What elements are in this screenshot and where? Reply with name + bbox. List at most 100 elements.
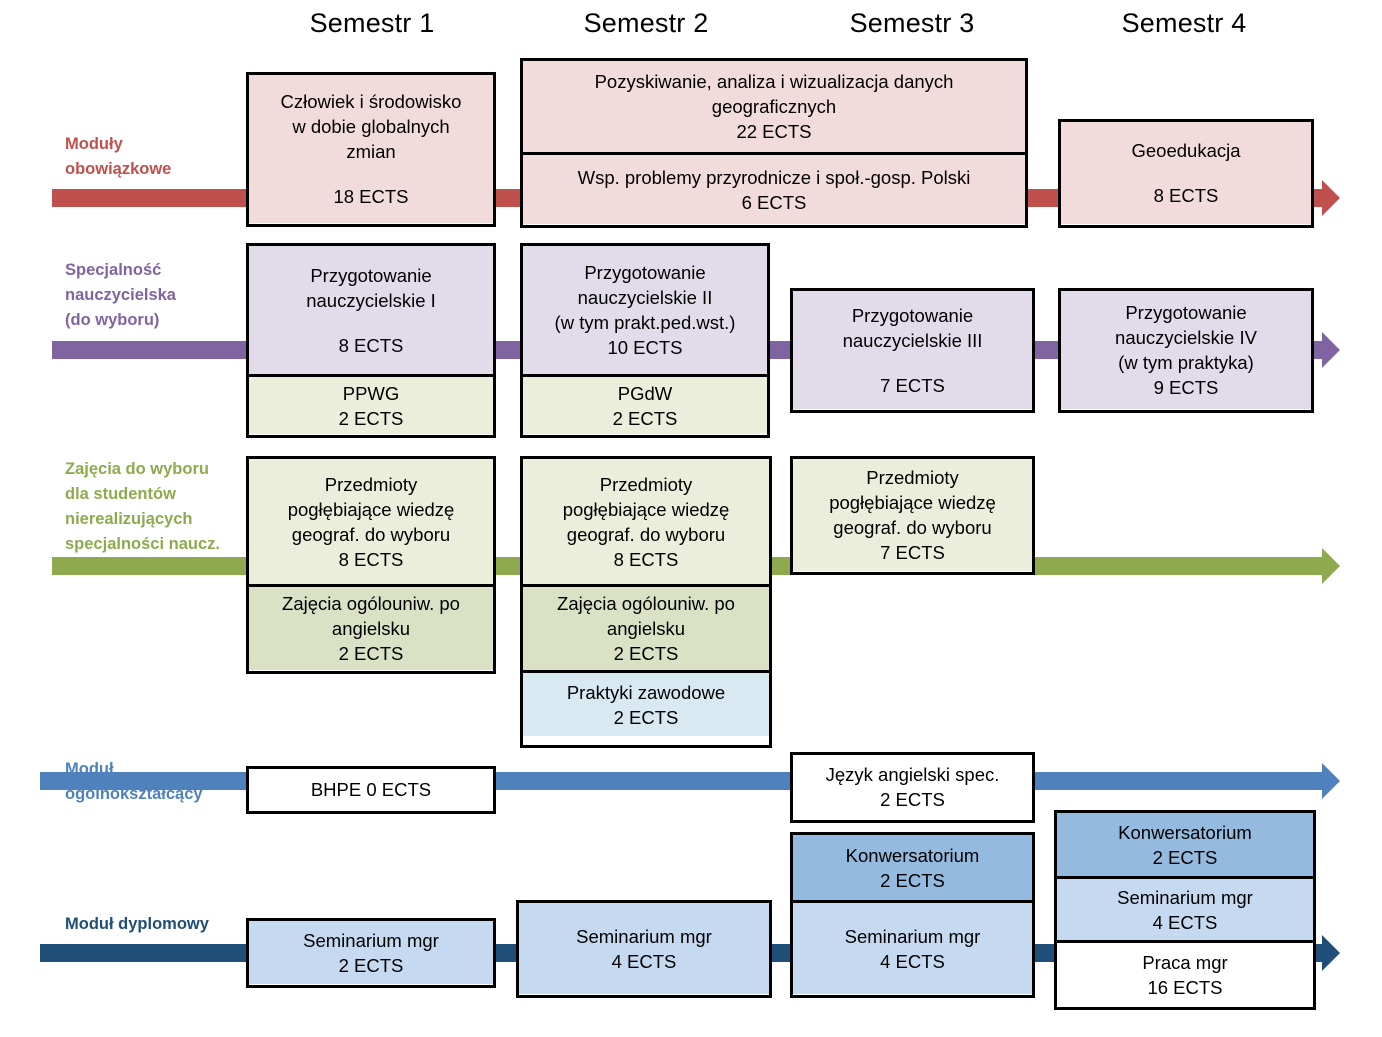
- course-text-line: 2 ECTS: [613, 643, 679, 664]
- course-text-line: 22 ECTS: [736, 121, 812, 142]
- course-text-line: Przygotowanie: [1125, 302, 1247, 323]
- course-cell[interactable]: Seminarium mgr 4 ECTS: [519, 903, 769, 994]
- course-text-line: zmian: [346, 141, 396, 162]
- semester-header-2: Semestr 2: [583, 8, 709, 38]
- course-box-b-ob-s2[interactable]: Pozyskiwanie, analiza i wizualizacja dan…: [520, 58, 1028, 228]
- course-box-b-dy-s4[interactable]: Konwersatorium 2 ECTS Seminarium mgr 4 ECTS…: [1054, 810, 1316, 1010]
- course-text-line: geograf. do wyboru: [833, 517, 992, 538]
- course-text-line: 18 ECTS: [333, 186, 409, 207]
- course-text-line: Praca mgr: [1142, 951, 1228, 973]
- course-cell[interactable]: Praktyki zawodowe 2 ECTS: [523, 670, 769, 736]
- course-box-b-na-s3[interactable]: Przygotowanie nauczycielskie III 7 ECTS: [790, 288, 1035, 413]
- course-text-line: 2 ECTS: [338, 407, 404, 429]
- course-cell[interactable]: Pozyskiwanie, analiza i wizualizacja dan…: [523, 61, 1025, 152]
- course-text-line: Pozyskiwanie, analiza i wizualizacja dan…: [594, 71, 954, 92]
- course-cell[interactable]: Praca mgr 16 ECTS: [1057, 940, 1313, 1006]
- arrow-head-icon: [1322, 548, 1340, 584]
- course-text-line: (w tym praktyka): [1118, 352, 1254, 373]
- course-text-line: Przedmioty: [599, 473, 693, 495]
- course-text-line: pogłębiające wiedzę: [829, 492, 996, 513]
- course-cell[interactable]: Język angielski spec.2 ECTS: [793, 755, 1032, 819]
- course-box-b-na-s4[interactable]: Przygotowanie nauczycielskie IV (w tym pra…: [1058, 288, 1314, 413]
- course-text-line: 8 ECTS: [338, 334, 404, 356]
- course-cell[interactable]: PPWG 2 ECTS: [249, 374, 493, 434]
- course-cell[interactable]: PGdW 2 ECTS: [523, 374, 767, 434]
- course-text-line: 2 ECTS: [1152, 846, 1218, 868]
- course-text-line: geograf. do wyboru: [291, 523, 451, 545]
- course-text-line: 16 ECTS: [1147, 976, 1223, 998]
- course-text-line: Język angielski spec.: [825, 764, 1000, 785]
- timeline-bar: [40, 772, 1323, 790]
- course-text-line: 8 ECTS: [613, 548, 679, 570]
- course-cell[interactable]: Wsp. problemy przyrodnicze i społ.-gosp.…: [523, 152, 1025, 224]
- course-cell[interactable]: Seminarium mgr 4 ECTS: [1057, 876, 1313, 940]
- course-text-line: PPWG: [342, 382, 400, 404]
- course-text-line: Przygotowanie: [310, 264, 432, 286]
- course-text-line: geograficznych: [711, 96, 837, 117]
- course-cell[interactable]: Przygotowanie nauczycielskie IV (w tym pra…: [1061, 291, 1311, 409]
- course-text-line: 4 ECTS: [611, 950, 677, 972]
- course-box-b-og-s1[interactable]: BHPE 0 ECTS: [246, 766, 496, 814]
- semester-header-4: Semestr 4: [1121, 8, 1247, 38]
- course-text-line: Człowiek i środowisko: [280, 91, 462, 112]
- course-cell[interactable]: Konwersatorium 2 ECTS: [1057, 813, 1313, 876]
- course-text-line: 2 ECTS: [338, 954, 404, 976]
- course-text-line: nauczycielskie III: [842, 329, 983, 351]
- course-text-line: 2 ECTS: [612, 407, 678, 429]
- course-text-line: Praktyki zawodowe: [566, 681, 726, 703]
- arrow-head-icon: [1322, 935, 1340, 971]
- course-cell[interactable]: Człowiek i środowisko w dobie globalnych z…: [249, 75, 493, 223]
- course-box-b-ob-s1[interactable]: Człowiek i środowisko w dobie globalnych z…: [246, 72, 496, 227]
- course-cell[interactable]: Seminarium mgr 4 ECTS: [793, 900, 1032, 994]
- course-text-line: 4 ECTS: [1152, 911, 1218, 933]
- course-text-line: nauczycielskie IV: [1115, 327, 1257, 348]
- row-label-obowiazkowe: Moduły obowiązkowe: [65, 135, 172, 178]
- course-text-line: w dobie globalnych: [292, 116, 450, 137]
- row-label-dowyboru: Zajęcia do wyboru dla studentów niereali…: [65, 460, 220, 553]
- course-box-b-dy-s2[interactable]: Seminarium mgr 4 ECTS: [516, 900, 772, 998]
- course-text-line: Przygotowanie: [584, 262, 706, 283]
- course-text-line: Seminarium mgr: [1117, 886, 1253, 908]
- course-text-line: 7 ECTS: [880, 374, 945, 396]
- course-text-line: 8 ECTS: [338, 548, 404, 570]
- course-cell[interactable]: BHPE 0 ECTS: [249, 769, 493, 810]
- course-text-line: angielsku: [606, 618, 686, 639]
- course-text-line: 2 ECTS: [338, 643, 404, 664]
- course-text-line: Konwersatorium: [845, 844, 980, 866]
- course-text-line: PGdW: [617, 382, 673, 404]
- course-box-b-og-s3[interactable]: Język angielski spec.2 ECTS: [790, 752, 1035, 823]
- course-text-line: 2 ECTS: [613, 706, 679, 728]
- course-text-line: 10 ECTS: [607, 337, 683, 358]
- course-text-line: Seminarium mgr: [576, 925, 712, 947]
- semester-header-1: Semestr 1: [309, 8, 435, 38]
- course-text-line: Konwersatorium: [1118, 821, 1252, 843]
- semester-header-3: Semestr 3: [849, 8, 975, 38]
- course-cell[interactable]: Przygotowanie nauczycielskie III 7 ECTS: [793, 291, 1032, 409]
- course-text-line: Przygotowanie: [851, 304, 974, 326]
- course-text-line: Geoedukacja: [1131, 140, 1241, 161]
- course-text-line: 4 ECTS: [880, 950, 945, 972]
- arrow-head-icon: [1322, 180, 1340, 216]
- course-text-line: Seminarium mgr: [844, 925, 981, 947]
- course-text-line: 9 ECTS: [1153, 377, 1219, 398]
- course-text-line: Wsp. problemy przyrodnicze i społ.-gosp.…: [577, 166, 971, 188]
